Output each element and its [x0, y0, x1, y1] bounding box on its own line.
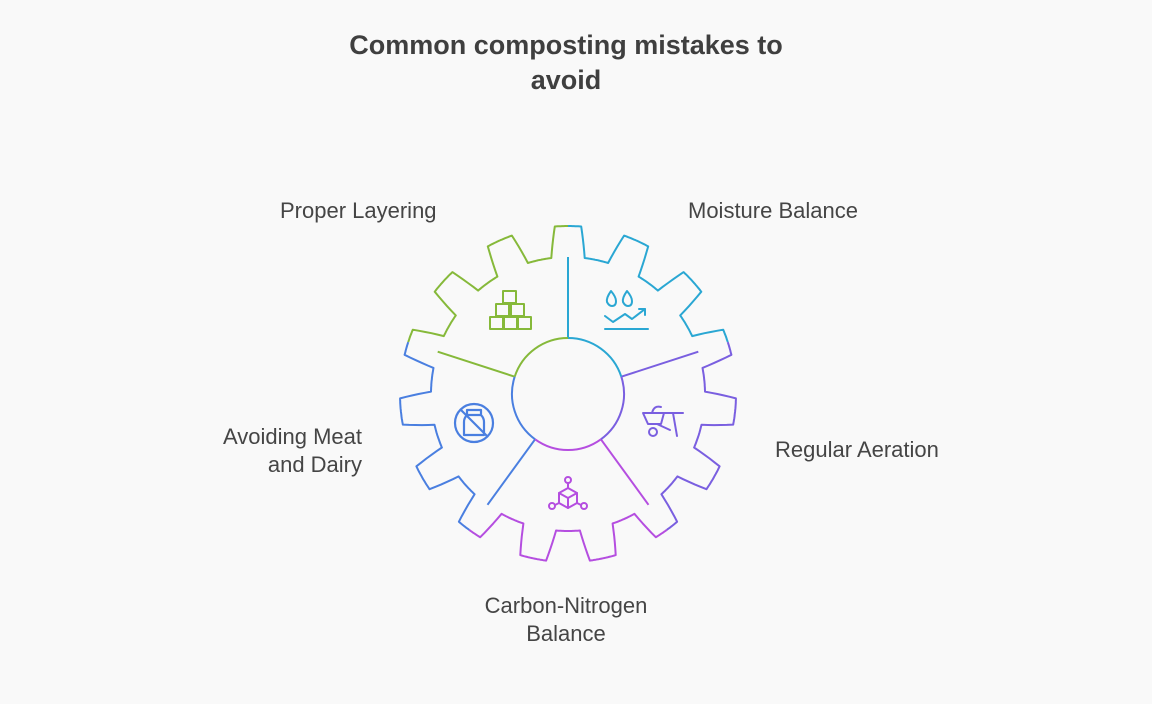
gear-hub-arc	[513, 336, 569, 378]
gear-segment-divider	[600, 438, 650, 506]
gear-segment-outline	[468, 512, 668, 562]
gear-segment-outline	[568, 225, 729, 343]
title-line-2: avoid	[530, 65, 602, 95]
title-line-1: Common composting mistakes to	[349, 30, 783, 60]
gear-hub-arc	[510, 376, 536, 441]
label-moisture-balance: Moisture Balance	[688, 198, 858, 223]
no-meat-icon	[453, 402, 495, 444]
gear-segment-divider	[437, 350, 516, 378]
label-carbon-nitrogen-line-2: Balance	[526, 621, 606, 646]
gear-hub-arc	[567, 336, 623, 378]
gear-segment-divider	[620, 350, 699, 378]
label-carbon-nitrogen-balance: Carbon-Nitrogen Balance	[456, 592, 676, 648]
stacked-blocks-icon	[489, 290, 532, 330]
gear-segment-outline	[399, 341, 476, 531]
label-avoiding-meat-line-1: Avoiding Meat	[222, 424, 362, 449]
gear-segment-divider	[486, 438, 536, 506]
label-carbon-nitrogen-line-1: Carbon-Nitrogen	[484, 593, 648, 618]
label-avoiding-meat-dairy: Avoiding Meat and Dairy	[172, 423, 362, 479]
label-proper-layering: Proper Layering	[280, 198, 437, 223]
gear-segment-outline	[660, 341, 737, 531]
label-regular-aeration: Regular Aeration	[775, 437, 939, 462]
gear-hub-arc	[600, 376, 626, 441]
molecule-cube-icon	[548, 476, 588, 510]
gear-hub-arc	[534, 438, 602, 451]
wheelbarrow-icon	[642, 405, 684, 437]
water-drops-trend-icon	[604, 290, 649, 330]
label-avoiding-meat-line-2: and Dairy	[267, 452, 362, 477]
diagram-title: Common composting mistakes to avoid	[326, 28, 806, 98]
gear-segment-outline	[407, 225, 568, 343]
